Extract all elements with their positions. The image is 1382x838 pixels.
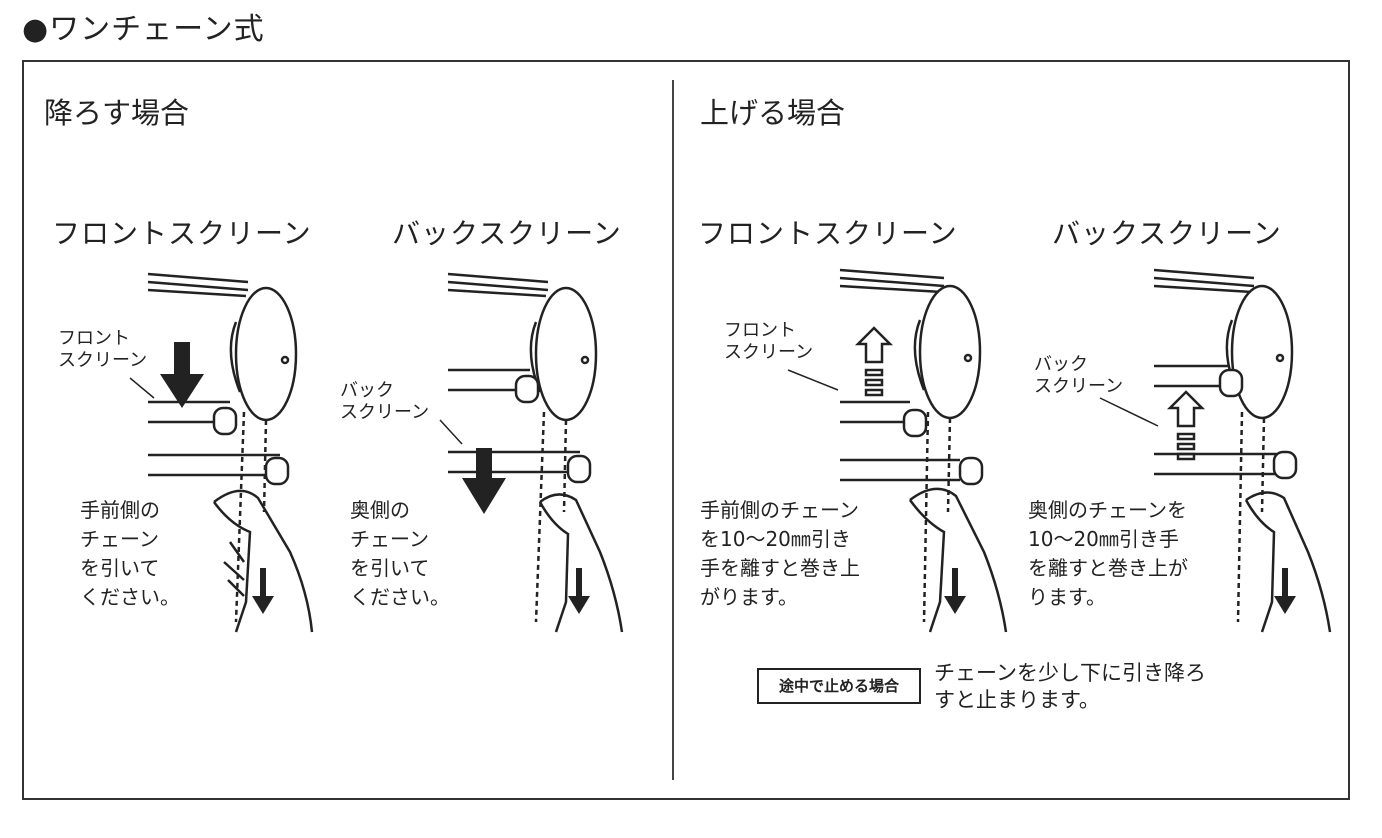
screen-label-lower-front: フロント スクリーン [58,328,148,371]
blind-mechanism-illustration [839,268,1008,633]
midway-stop-note: チェーンを少し下に引き降ろ すと止まります。 [934,661,1206,712]
midway-stop-label: 途中で止める場合 [757,668,921,704]
section-title-raise: 上げる場合 [700,96,846,130]
screen-label-lower-back: バック スクリーン [340,380,430,423]
screen-title-raise-back: バックスクリーン [1052,217,1282,250]
screen-title-raise-front: フロントスクリーン [698,217,958,250]
blind-mechanism-illustration [1153,268,1332,633]
section-divider [672,80,674,780]
caption-raise-back: 奥側のチェーンを 10〜20㎜引き手 を離すと巻き上が ります。 [1028,498,1188,609]
screen-label-raise-front: フロント スクリーン [724,320,814,363]
instruction-frame [22,60,1350,800]
caption-lower-front: 手前側の チェーン を引いて ください。 [80,498,180,609]
caption-raise-front: 手前側のチェーン を10〜20㎜引き 手を離すと巻き上 がります。 [700,498,860,609]
section-title-lower: 降ろす場合 [44,96,190,130]
screen-title-lower-back: バックスクリーン [392,217,622,250]
blind-mechanism-illustration [147,272,314,633]
caption-lower-back: 奥側の チェーン を引いて ください。 [350,498,450,609]
screen-label-raise-back: バック スクリーン [1034,354,1124,397]
blind-mechanism-illustration [447,272,624,633]
page-title: ●ワンチェーン式 [22,12,265,47]
screen-title-lower-front: フロントスクリーン [52,217,312,250]
